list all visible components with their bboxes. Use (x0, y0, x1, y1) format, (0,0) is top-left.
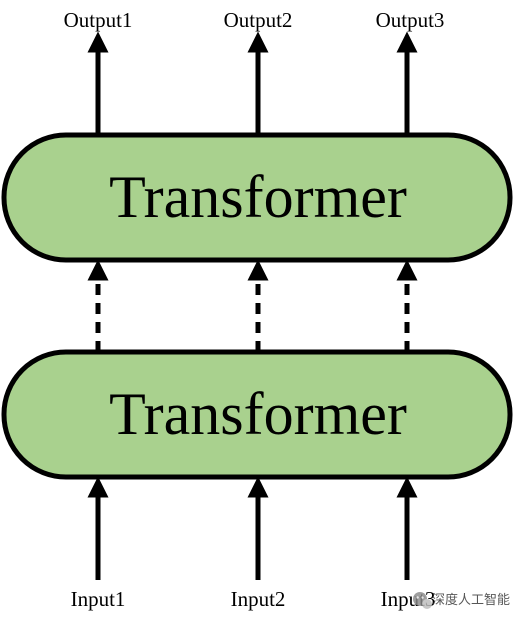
input-label-2: Input2 (231, 587, 286, 611)
watermark: 深度人工智能 (413, 592, 510, 609)
watermark-text: 深度人工智能 (432, 592, 510, 608)
bottom-transformer-label: Transformer (109, 381, 407, 447)
input-label-1: Input1 (71, 587, 126, 611)
output-label-2: Output2 (224, 8, 293, 32)
output-label-1: Output1 (64, 8, 133, 32)
wechat-icon (413, 592, 432, 609)
top-transformer-label: Transformer (109, 164, 407, 230)
output-label-3: Output3 (376, 8, 445, 32)
